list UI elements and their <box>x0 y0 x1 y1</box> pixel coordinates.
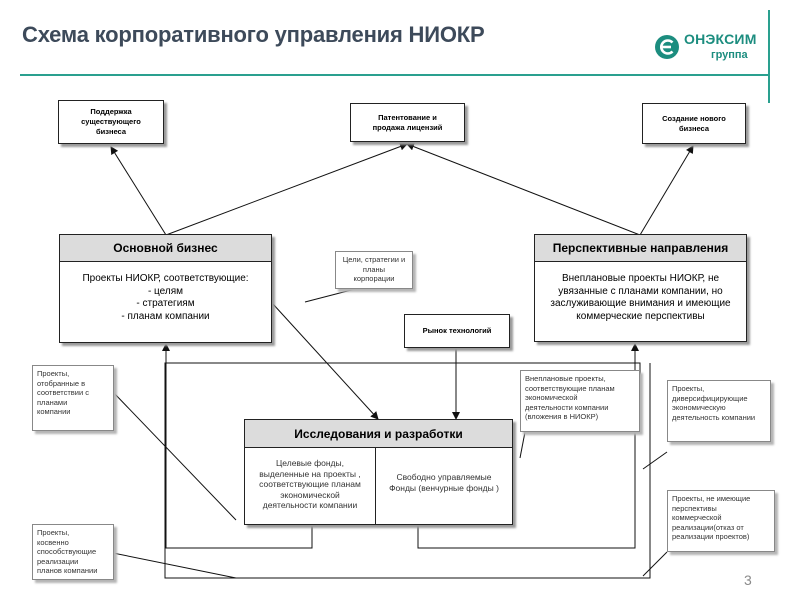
core-business-header: Основной бизнес <box>60 235 271 262</box>
arrow-rnd-to-core <box>162 343 313 549</box>
prospective-directions-header: Перспективные направления <box>535 235 746 262</box>
leader-diversify <box>642 451 668 470</box>
prospective-directions-body: Внеплановые проекты НИОКР, не увязанные … <box>550 273 731 322</box>
feedback-loop-sides <box>164 363 651 579</box>
research-development-header: Исследования и разработки <box>245 420 512 448</box>
arrow-core-to-support <box>110 146 167 236</box>
technology-market-box: Рынок технологий <box>404 314 510 348</box>
logo-divider <box>768 10 770 103</box>
onexim-logo-icon <box>655 35 679 59</box>
leader-indirect <box>112 552 237 579</box>
header-divider <box>20 74 768 76</box>
support-existing-business-box: Поддержка существующего бизнеса <box>58 100 164 144</box>
prospective-directions-box: Перспективные направления Внеплановые пр… <box>534 234 747 342</box>
logo-name: ОНЭКСИМ <box>684 31 757 47</box>
page-number: 3 <box>744 572 752 588</box>
core-business-body: Проекты НИОКР, соответствующие: - целям … <box>82 273 249 322</box>
leader-unplanned <box>519 431 526 459</box>
page-title: Схема корпоративного управления НИОКР <box>22 22 485 47</box>
note-selected-projects: Проекты, отобранные в соответствии с пла… <box>32 365 114 431</box>
note-indirect-projects: Проекты, косвенно способствующие реализа… <box>32 524 114 580</box>
note-corporate-goals: Цели, стратегии и планы корпорации <box>335 251 413 289</box>
arrow-core-to-patent <box>165 142 408 236</box>
research-development-box: Исследования и разработки Целевые фонды,… <box>244 419 513 525</box>
venture-funds-cell: Свободно управляемые Фонды (венчурные фо… <box>389 472 499 493</box>
patent-licensing-box: Патентование и продажа лицензий <box>350 103 465 142</box>
arrow-prosp-to-patent <box>406 142 641 236</box>
note-unplanned-projects: Внеплановые проекты, соответствующие пла… <box>520 370 640 432</box>
arrow-rnd-to-prospective <box>417 343 639 549</box>
note-no-prospect-projects: Проекты, не имеющие перспективы коммерче… <box>667 490 775 552</box>
logo-subtitle: группа <box>711 49 748 61</box>
core-business-box: Основной бизнес Проекты НИОКР, соответст… <box>59 234 272 343</box>
new-business-box: Создание нового бизнеса <box>642 103 746 144</box>
arrow-core-to-rnd <box>272 303 379 420</box>
company-logo: ОНЭКСИМ группа <box>654 30 764 68</box>
arrow-prosp-to-newbiz <box>639 145 694 236</box>
leader-notrelated <box>642 551 668 577</box>
target-funds-cell: Целевые фонды, выделенные на проекты , с… <box>245 448 376 524</box>
note-diversifying-projects: Проекты, диверсифицирующие экономическую… <box>667 380 771 442</box>
leader-goals <box>304 286 364 303</box>
leader-selected <box>112 391 237 521</box>
